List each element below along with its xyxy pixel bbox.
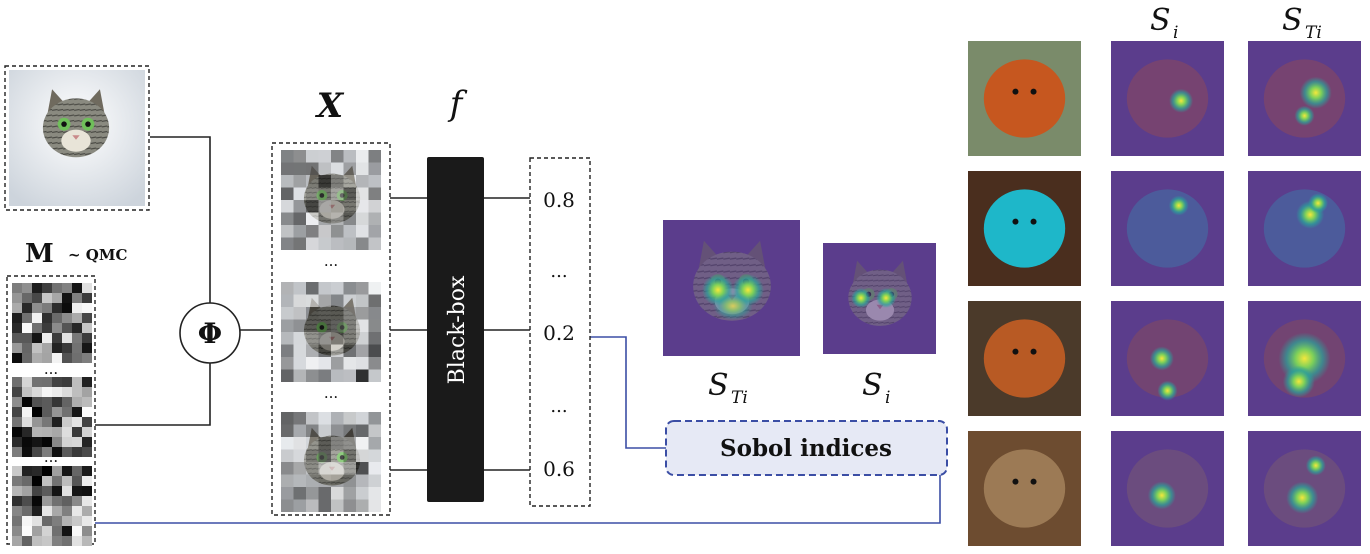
example-photo (968, 171, 1081, 286)
sobol-indices-label: Sobol indices (720, 435, 892, 462)
example-grid (968, 41, 1361, 546)
mask-ellipsis-2: ... (44, 448, 58, 466)
perturbed-input (281, 150, 381, 250)
example-photo (968, 41, 1081, 156)
black-box-label: Black-box (445, 275, 470, 384)
inputs-ellipsis-2: ... (324, 384, 338, 402)
total-order-heatmap (1248, 171, 1361, 286)
mask-ellipsis-1: ... (44, 360, 58, 378)
total-index-label: S Ti (708, 368, 748, 408)
mask-to-phi-line (95, 363, 211, 426)
example-photo (968, 301, 1081, 416)
example-row (968, 431, 1361, 546)
grid-header-total-sub: Ti (1305, 23, 1322, 43)
example-row (968, 41, 1361, 156)
total-order-heatmap (1248, 41, 1361, 156)
output-score-3: 0.6 (543, 457, 575, 481)
black-box-model: Black-box (427, 157, 484, 502)
total-order-heatmap (1248, 301, 1361, 416)
output-ellipsis-2: ... (550, 396, 567, 417)
mask-label: M (25, 239, 54, 269)
total-index-map (663, 220, 800, 356)
sobol-indices-box: Sobol indices (665, 420, 948, 476)
total-index-symbol: S (708, 368, 729, 403)
inputs-ellipsis-1: ... (324, 252, 338, 270)
mask-sampler-label: ~ QMC (68, 246, 127, 264)
input-image (4, 65, 150, 211)
grid-header-first-sub: i (1173, 23, 1178, 43)
qmc-mask (12, 283, 92, 363)
first-index-map (823, 243, 936, 354)
inputs-label: X (315, 86, 345, 126)
total-index-subscript: Ti (731, 388, 748, 408)
total-order-heatmap (1248, 431, 1361, 546)
first-index-label: S i (862, 368, 890, 408)
model-symbol: f (447, 84, 468, 124)
grid-header-total-symbol: S (1282, 3, 1303, 38)
output-ellipsis-1: ... (550, 261, 567, 282)
grid-header-first-symbol: S (1150, 3, 1171, 38)
mask-column: ... ... (6, 275, 96, 546)
grid-header-total: S Ti (1282, 3, 1322, 43)
perturbed-input (281, 282, 381, 382)
first-index-symbol: S (862, 368, 883, 403)
blue-lines (95, 336, 941, 524)
example-row (968, 301, 1361, 416)
qmc-mask (12, 377, 92, 457)
first-order-heatmap (1111, 431, 1224, 546)
qmc-mask (12, 466, 92, 546)
perturbed-input (281, 412, 381, 512)
mask-to-sobol-line (95, 472, 941, 524)
output-score-2: 0.2 (543, 321, 575, 345)
perturbed-inputs: ... ... (271, 142, 391, 516)
phi-symbol: Φ (198, 317, 222, 350)
first-order-heatmap (1111, 301, 1224, 416)
output-score-1: 0.8 (543, 188, 575, 212)
phi-operator: Φ (179, 302, 241, 364)
connection-lines (95, 136, 530, 471)
first-order-heatmap (1111, 171, 1224, 286)
output-to-sobol-line (590, 336, 666, 449)
image-to-phi-line (150, 136, 211, 303)
output-scores: 0.8 ... 0.2 ... 0.6 (529, 157, 591, 507)
grid-header-first: S i (1150, 3, 1178, 43)
example-photo (968, 431, 1081, 546)
first-order-heatmap (1111, 41, 1224, 156)
first-index-subscript: i (885, 388, 890, 408)
example-row (968, 171, 1361, 286)
